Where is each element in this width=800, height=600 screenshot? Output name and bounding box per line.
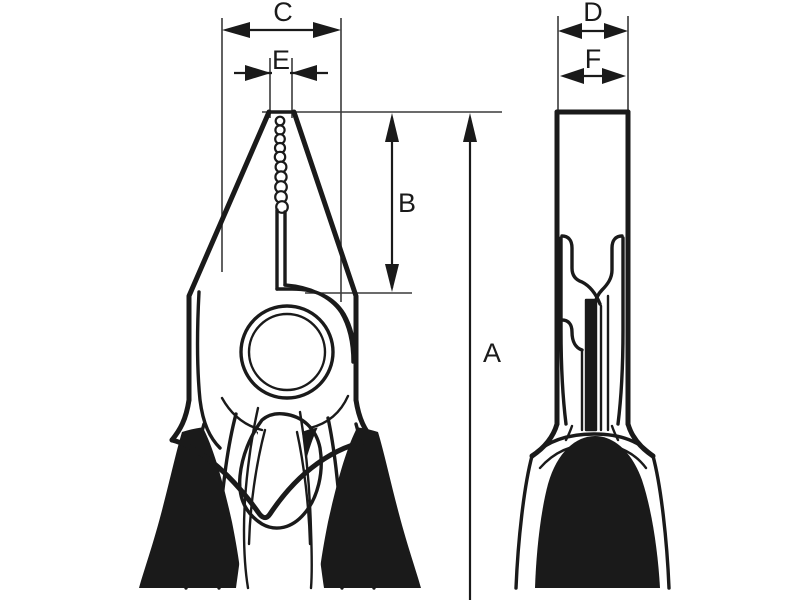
dim-label-c: C [273,0,293,27]
side-detail-step-left [560,234,602,306]
dim-label-a: A [483,338,501,368]
handle-contour-left-inner [216,412,238,590]
side-inner-right [616,236,625,426]
dimension-a: A [463,113,501,600]
side-inner-left [559,236,568,426]
dim-label-d: D [583,0,603,27]
handle-contour-left-outer [183,422,206,590]
handle-accent-left [247,428,267,546]
center-panel [238,412,323,530]
side-handle-right-edge [651,454,671,590]
arrow-f-right [602,68,626,84]
side-neck-detail-right [610,424,620,442]
side-internal-rib [586,300,596,430]
side-handle-grip [535,436,660,588]
pivot-rivet-circle [239,304,335,400]
arrow-b-top [385,113,399,142]
arrow-e-right [291,65,317,81]
jaw-serrations [273,115,289,214]
dimension-f: F [560,44,626,84]
handle-fork-v [169,437,376,521]
jaw-outline-left [186,109,272,403]
head-contour-left [195,290,222,450]
side-detail-step-right [593,234,624,306]
dim-label-f: F [585,44,602,74]
head-body-right [353,397,376,443]
side-neck-detail-left [564,424,574,442]
arrow-e-left [245,65,271,81]
side-detail-step2-left [560,318,584,352]
arrow-d-left [558,23,582,39]
handle-contour-right-outer [354,422,377,590]
jaw-outline-right [291,109,359,403]
handle-inner-right-fill [288,414,358,588]
arrow-c-left [222,22,250,38]
joint-contour-inner [283,283,355,364]
web-line-right [308,394,350,430]
handle-accent-right [295,430,312,546]
handle-contour-right-inner [326,416,345,590]
arrow-a-top [463,113,477,142]
dimension-e: E [234,45,328,81]
dimension-c: C [222,0,341,38]
arrow-b-bottom [385,264,399,292]
head-body-left [169,397,192,443]
dimension-b: B [385,113,416,292]
front-view [139,109,421,590]
side-handle-left-edge [514,454,534,590]
dimension-d: D [558,0,628,39]
dim-label-e: E [272,45,290,75]
arrow-c-right [313,22,341,38]
side-handle-cap [530,432,655,458]
pivot-rivet-inner-circle [247,312,327,392]
handle-contour-right-rib [298,410,313,590]
dim-label-b: B [398,188,416,218]
side-handle-cap-inner [538,442,648,470]
side-view [514,109,671,590]
arrow-d-right [604,23,628,39]
arrow-f-left [560,68,584,84]
side-internal-rib-outline [584,298,598,432]
web-line-left [220,396,264,432]
